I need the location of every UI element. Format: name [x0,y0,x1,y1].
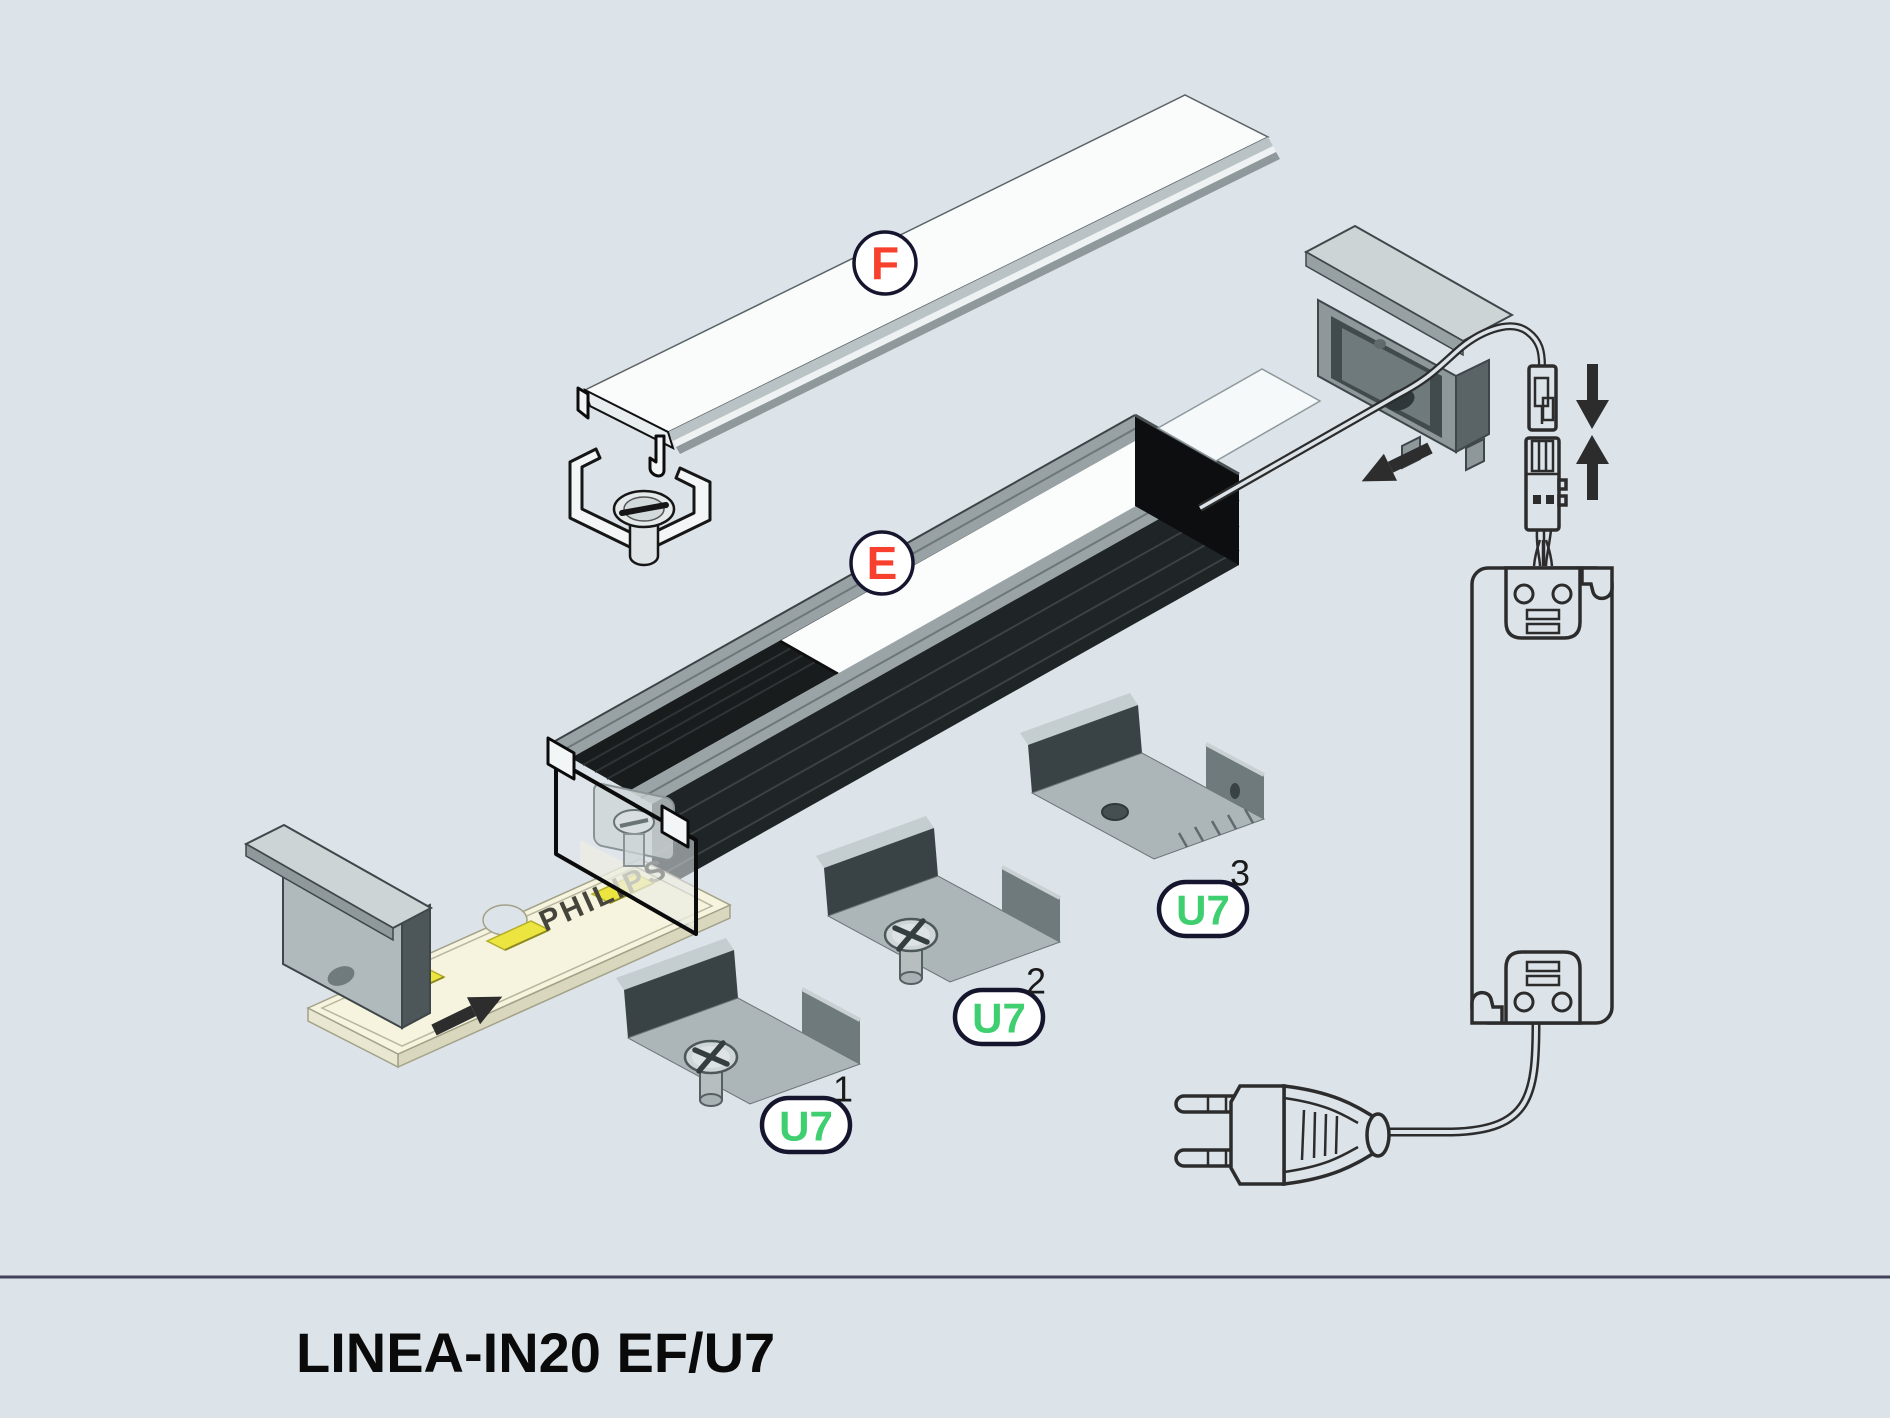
assembly-arrow-bracket-icon [1361,442,1433,482]
profile-e [547,368,1322,895]
end-flange-far [546,736,576,781]
mounting-clip-1 [614,936,862,1106]
callout-e-letter: E [867,537,898,589]
callout-f-letter: F [871,237,899,289]
clip-badge-2: U7 2 [952,961,1046,1047]
end-cap-hole [327,966,355,986]
assembly-arrow-endcap-icon [431,996,503,1036]
profile-left-end [546,736,698,936]
spring-clip [568,447,712,567]
clip-badge-3-index: 3 [1230,853,1250,894]
profile-side-wall [652,474,1239,895]
connector-female [1524,436,1568,567]
diagram-title: LINEA-IN20 EF/U7 [296,1321,775,1384]
clip-badge-2-index: 2 [1026,961,1046,1002]
end-flange-near [660,804,690,849]
diffuser-extension [1156,368,1322,462]
callout-e: E [849,530,915,596]
clip-badge-3: U7 3 [1156,853,1250,939]
clip-badge-3-label: U7 [1176,887,1230,934]
profile-diffuser-inset [780,428,1216,674]
callout-f: F [852,230,918,296]
profile-right-end [1135,415,1239,565]
end-cap-left [243,823,434,1030]
diffuser-cover-f [576,94,1280,478]
connector-cable [1198,322,1546,512]
mounting-clip-3 [1018,691,1266,861]
join-arrows-icon [1576,364,1609,500]
clip-badge-1-index: 1 [833,1069,853,1110]
connector-male [1527,364,1558,432]
clip-badge-1-label: U7 [779,1103,833,1150]
eu-plug-icon [1174,1084,1391,1186]
clip-badge-2-label: U7 [972,995,1026,1042]
clip-badge-1: U7 1 [759,1069,853,1155]
cover-hook-near [648,434,666,478]
bracket-end-piece [1303,224,1515,472]
cover-hook-far [576,386,590,420]
mounting-clip-2 [814,814,1062,984]
power-supply [1388,539,1614,1137]
